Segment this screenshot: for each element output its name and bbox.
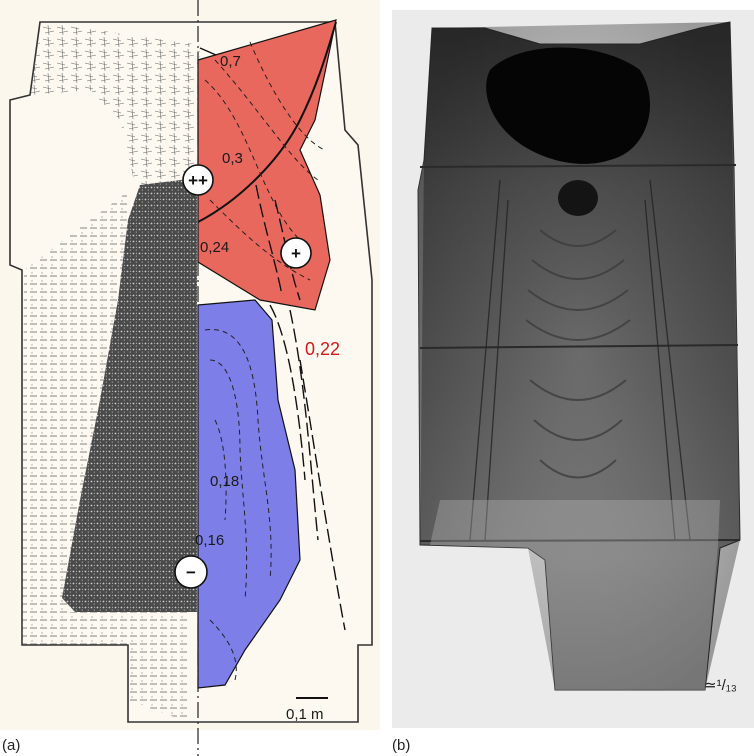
panel-b: ≃¹/₁₃ (b) (392, 10, 754, 754)
outer-value-label: 0,22 (305, 339, 340, 359)
plus-badge: + (281, 238, 311, 268)
contour-label-0-16: 0,16 (195, 532, 224, 549)
scale-bar-label: 0,1 m (286, 706, 324, 723)
minus-badge: − (175, 556, 207, 588)
plus-sign: + (291, 244, 301, 263)
contour-label-0-3: 0,3 (222, 150, 243, 167)
photo-scale-label: ≃¹/₁₃ (704, 677, 737, 694)
plus-plus-badge: ++ (183, 165, 213, 195)
contour-label-0-24: 0,24 (200, 239, 229, 256)
panel-a: 0,7 0,3 0,24 0,18 0,16 0,22 ++ + − 0,1 m… (0, 0, 380, 756)
panel-b-label: (b) (392, 737, 410, 754)
panel-a-label: (a) (2, 737, 20, 754)
contour-label-0-18: 0,18 (210, 473, 239, 490)
plus-plus-sign: ++ (188, 171, 208, 190)
contour-label-0-7: 0,7 (220, 53, 241, 70)
secondary-cavity (558, 180, 598, 216)
minus-sign: − (186, 563, 196, 582)
